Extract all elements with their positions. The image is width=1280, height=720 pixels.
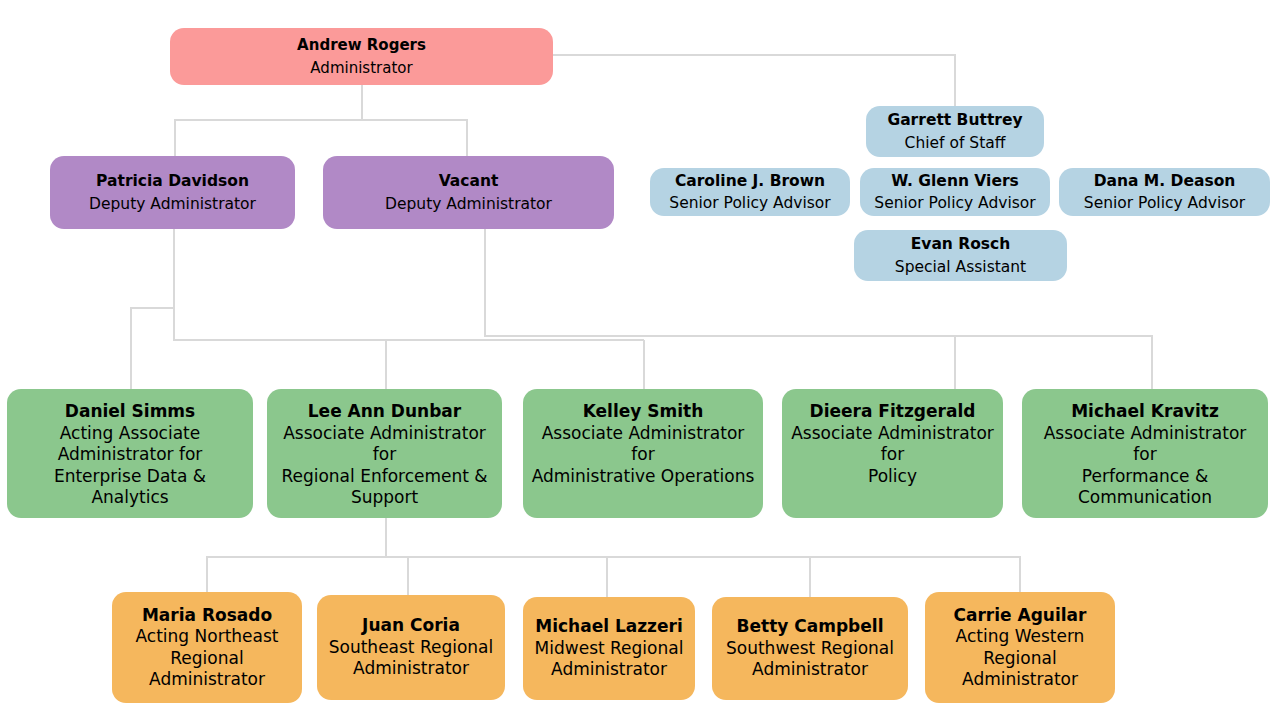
person-title: Acting Western Regional Administrator <box>956 626 1085 691</box>
org-node-garrett-buttrey[interactable]: Garrett Buttrey Chief of Staff <box>866 106 1044 157</box>
person-title: Senior Policy Advisor <box>874 192 1035 215</box>
person-title: Deputy Administrator <box>89 193 256 216</box>
person-name: Michael Lazzeri <box>535 616 683 638</box>
person-title: Acting Associate Administrator for Enter… <box>54 423 206 509</box>
person-name: Dieera Fitzgerald <box>810 401 976 423</box>
person-title: Associate Administrator for Administrati… <box>532 423 755 488</box>
person-title: Chief of Staff <box>905 132 1006 155</box>
person-title: Associate Administrator for Policy <box>791 423 994 488</box>
person-name: Caroline J. Brown <box>675 170 825 193</box>
org-node-lee-ann-dunbar[interactable]: Lee Ann Dunbar Associate Administrator f… <box>267 389 502 518</box>
person-title: Acting Northeast Regional Administrator <box>136 626 279 691</box>
person-title: Associate Administrator for Regional Enf… <box>281 423 487 509</box>
person-name: Juan Coria <box>362 615 460 637</box>
person-name: Betty Campbell <box>737 616 884 638</box>
person-title: Deputy Administrator <box>385 193 552 216</box>
org-node-kelley-smith[interactable]: Kelley Smith Associate Administrator for… <box>523 389 763 518</box>
person-title: Midwest Regional Administrator <box>535 638 684 681</box>
org-node-dana-deason[interactable]: Dana M. Deason Senior Policy Advisor <box>1059 168 1270 216</box>
person-name: Kelley Smith <box>583 401 704 423</box>
connector-dunbar-to-regionals <box>207 518 1020 597</box>
person-name: Garrett Buttrey <box>887 109 1022 132</box>
org-node-juan-coria[interactable]: Juan Coria Southeast Regional Administra… <box>317 595 505 700</box>
person-name: Evan Rosch <box>911 233 1011 256</box>
connector-admin-to-deputies <box>175 85 467 156</box>
org-node-carrie-aguilar[interactable]: Carrie Aguilar Acting Western Regional A… <box>925 592 1115 703</box>
person-name: Dana M. Deason <box>1094 170 1236 193</box>
person-name: Lee Ann Dunbar <box>308 401 461 423</box>
person-name: Patricia Davidson <box>96 170 249 193</box>
org-node-vacant-deputy[interactable]: Vacant Deputy Administrator <box>323 156 614 229</box>
person-title: Senior Policy Advisor <box>669 192 830 215</box>
org-node-maria-rosado[interactable]: Maria Rosado Acting Northeast Regional A… <box>112 592 302 703</box>
person-title: Special Assistant <box>895 256 1026 279</box>
org-node-glenn-viers[interactable]: W. Glenn Viers Senior Policy Advisor <box>860 168 1050 216</box>
person-title: Southwest Regional Administrator <box>726 638 894 681</box>
org-node-dieera-fitzgerald[interactable]: Dieera Fitzgerald Associate Administrato… <box>782 389 1003 518</box>
org-node-patricia-davidson[interactable]: Patricia Davidson Deputy Administrator <box>50 156 295 229</box>
org-node-michael-lazzeri[interactable]: Michael Lazzeri Midwest Regional Adminis… <box>523 597 695 700</box>
person-title: Southeast Regional Administrator <box>329 637 494 680</box>
connector-davidson-subtree <box>131 229 644 389</box>
person-name: W. Glenn Viers <box>891 170 1019 193</box>
person-name: Daniel Simms <box>65 401 195 423</box>
org-node-evan-rosch[interactable]: Evan Rosch Special Assistant <box>854 230 1067 281</box>
person-title: Associate Administrator for Performance … <box>1044 423 1247 509</box>
org-node-caroline-brown[interactable]: Caroline J. Brown Senior Policy Advisor <box>650 168 850 216</box>
person-name: Maria Rosado <box>142 605 272 627</box>
org-node-andrew-rogers[interactable]: Andrew Rogers Administrator <box>170 28 553 85</box>
person-name: Carrie Aguilar <box>954 605 1087 627</box>
person-name: Andrew Rogers <box>297 34 426 57</box>
person-name: Michael Kravitz <box>1071 401 1219 423</box>
person-name: Vacant <box>439 170 499 193</box>
person-title: Senior Policy Advisor <box>1084 192 1245 215</box>
org-node-michael-kravitz[interactable]: Michael Kravitz Associate Administrator … <box>1022 389 1268 518</box>
connector-admin-to-chief <box>553 55 955 106</box>
org-node-betty-campbell[interactable]: Betty Campbell Southwest Regional Admini… <box>712 597 908 700</box>
person-title: Administrator <box>310 57 412 80</box>
org-node-daniel-simms[interactable]: Daniel Simms Acting Associate Administra… <box>7 389 253 518</box>
